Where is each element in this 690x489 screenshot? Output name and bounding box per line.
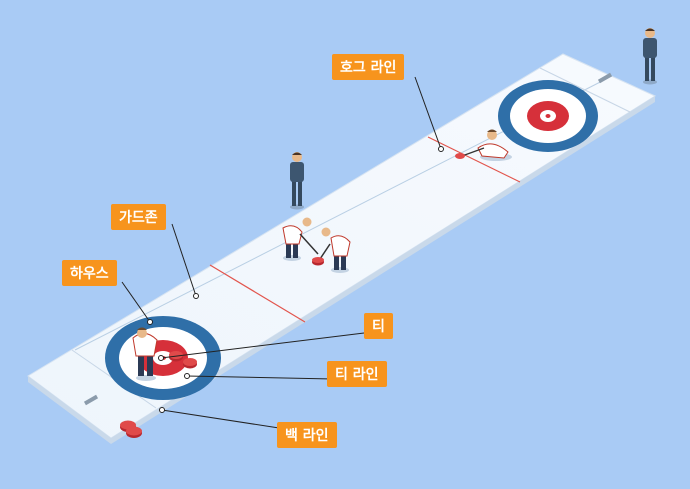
label-tee: 티: [364, 313, 393, 339]
spare-stones: [120, 420, 142, 438]
near-hog-line: [209, 264, 306, 323]
far-house: [498, 80, 598, 152]
official-figure: [643, 28, 657, 85]
sweeper-figure: [282, 217, 319, 261]
official-figure: [290, 152, 304, 210]
near-hack: [83, 394, 99, 406]
label-tee-line: 티 라인: [327, 361, 387, 387]
label-guard-zone: 가드존: [111, 204, 166, 230]
stone: [183, 358, 197, 369]
thrower-figure: [455, 129, 512, 161]
far-hog-line: [427, 136, 521, 183]
skip-figure: [132, 327, 158, 381]
label-hog-line: 호그 라인: [332, 54, 405, 80]
sweeper-figure: [317, 227, 351, 273]
leader-guard-zone: [171, 223, 197, 297]
label-back-line: 백 라인: [277, 422, 337, 448]
leader-dots: [147, 146, 444, 413]
far-back-line: [539, 67, 631, 113]
leader-lines: [121, 76, 442, 429]
far-hack: [597, 72, 613, 84]
leader-tee-line: [186, 375, 334, 380]
leader-back-line: [161, 409, 280, 429]
leader-tee: [160, 332, 365, 359]
leader-house: [121, 281, 151, 323]
leader-hog-line: [414, 76, 442, 150]
label-house: 하우스: [62, 260, 117, 286]
moving-stone: [312, 257, 324, 266]
